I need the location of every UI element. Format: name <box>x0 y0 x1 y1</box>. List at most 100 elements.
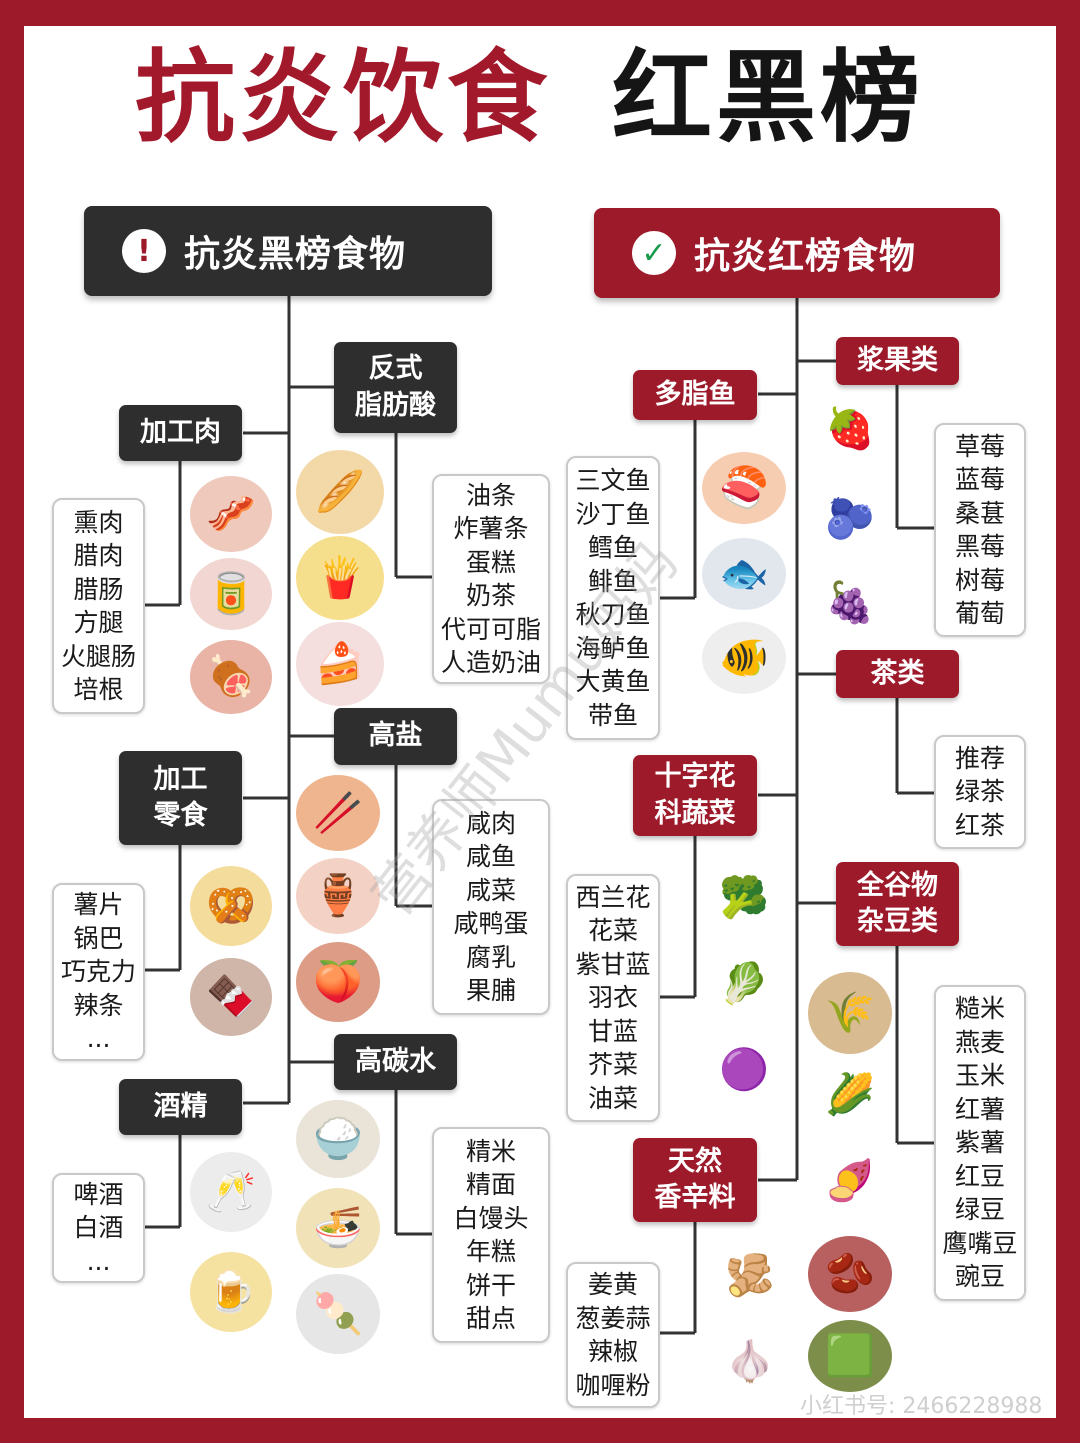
category-cruciferous: 十字花 科蔬菜 <box>633 755 757 836</box>
list-item: ... <box>86 1246 111 1276</box>
list-item: 辣条 <box>73 990 124 1020</box>
list-item: 红茶 <box>954 810 1005 840</box>
turmeric-icon: 🫚 <box>710 1244 790 1308</box>
list-item: 年糕 <box>465 1237 516 1266</box>
list-item: 咖喱粉 <box>575 1370 651 1400</box>
list-item: 红薯 <box>954 1094 1005 1124</box>
list-item: 绿茶 <box>954 777 1005 807</box>
list-item: 鳕鱼 <box>587 533 638 562</box>
liquor-icon: 🥂 <box>190 1152 272 1232</box>
category-label: 杂豆类 <box>857 906 938 937</box>
mung-bean-icon: 🟩 <box>808 1320 892 1392</box>
list-item: 方腿 <box>73 608 124 637</box>
category-high-salt: 高盐 <box>334 708 457 765</box>
list-item: 腊肉 <box>73 541 124 570</box>
chocolate-icon: 🍫 <box>190 958 272 1036</box>
fries-icon: 🍟 <box>296 536 384 620</box>
category-label: 脂肪酸 <box>355 389 436 421</box>
title-left: 抗炎饮食 <box>135 39 551 156</box>
salted-jar-icon: 🏺 <box>296 858 380 934</box>
category-label: 加工 <box>153 763 208 795</box>
list-item: 薯片 <box>73 890 124 920</box>
list-item: 蓝莓 <box>954 465 1005 494</box>
list-item: 咸鸭蛋 <box>453 909 529 938</box>
raspberry-icon: 🍇 <box>808 572 892 634</box>
category-label: 科蔬菜 <box>654 797 736 829</box>
category-label: 多脂鱼 <box>654 378 736 410</box>
grain-icon: 🌾 <box>808 972 892 1054</box>
list-item: 腐乳 <box>465 942 516 972</box>
list-alcohol: 啤酒 白酒 ... <box>52 1173 145 1283</box>
list-item: 西兰花 <box>575 882 651 912</box>
sardine-icon: 🐟 <box>702 538 786 610</box>
category-label: 香辛料 <box>654 1182 736 1213</box>
category-label: 茶类 <box>870 657 925 689</box>
list-item: 锅巴 <box>73 923 124 953</box>
red-list-header: ✓ 抗炎红榜食物 <box>594 208 1000 298</box>
list-tea: 推荐 绿茶 红茶 <box>934 735 1026 849</box>
list-item: 蛋糕 <box>465 547 516 577</box>
broccoli-icon: 🥦 <box>704 862 784 934</box>
category-label: 反式 <box>368 353 423 385</box>
list-processed-snack: 薯片 锅巴 巧克力 辣条 ... <box>52 883 145 1061</box>
list-high-salt: 咸肉 咸鱼 咸菜 咸鸭蛋 腐乳 果脯 <box>432 799 550 1015</box>
list-item: 白酒 <box>73 1213 124 1243</box>
list-item: 紫甘蓝 <box>575 949 651 979</box>
category-label: 天然 <box>668 1145 722 1177</box>
beans-icon: 🫘 <box>808 1236 892 1312</box>
category-label: 酒精 <box>153 1090 208 1122</box>
category-fatty-fish: 多脂鱼 <box>633 370 757 420</box>
category-label: 十字花 <box>654 761 736 793</box>
black-list-header: ! 抗炎黑榜食物 <box>84 206 492 296</box>
list-item: 紫薯 <box>954 1128 1005 1158</box>
dough-stick-icon: 🥖 <box>296 450 384 534</box>
category-processed-snack: 加工 零食 <box>119 751 242 845</box>
list-item: 花菜 <box>587 916 638 946</box>
list-item: 炸薯条 <box>453 514 529 543</box>
category-high-carb: 高碳水 <box>334 1034 457 1090</box>
list-item: 秋刀鱼 <box>575 600 651 629</box>
salmon-icon: 🍣 <box>702 452 786 524</box>
list-item: 鲱鱼 <box>587 566 638 596</box>
rice-icon: 🍚 <box>296 1100 380 1178</box>
warning-icon: ! <box>122 229 166 273</box>
category-label: 加工肉 <box>140 416 221 448</box>
cabbage-icon: 🟣 <box>704 1034 784 1106</box>
list-item: 带鱼 <box>587 700 638 730</box>
list-item: 糙米 <box>954 994 1005 1024</box>
bacon-icon: 🥓 <box>190 476 272 552</box>
brand-footer: 小红书号: 2466228988 <box>800 1394 1043 1419</box>
category-label: 高盐 <box>368 720 423 752</box>
list-item: 红豆 <box>954 1161 1005 1191</box>
category-processed-meat: 加工肉 <box>119 405 242 461</box>
noodles-icon: 🍜 <box>296 1188 380 1268</box>
category-berries: 浆果类 <box>836 337 959 385</box>
list-item: 精米 <box>465 1136 516 1166</box>
list-item: 人造奶油 <box>440 648 541 677</box>
list-item: 三文鱼 <box>575 466 651 495</box>
dried-fruit-icon: 🍑 <box>296 942 380 1022</box>
red-list-title: 抗炎红榜食物 <box>694 236 917 277</box>
list-cruciferous: 西兰花 花菜 紫甘蓝 羽衣 甘蓝 芥菜 油菜 <box>566 874 660 1122</box>
list-trans-fat: 油条 炸薯条 蛋糕 奶茶 代可可脂 人造奶油 <box>432 474 550 684</box>
list-item: 培根 <box>73 675 124 704</box>
category-label: 全谷物 <box>857 869 938 901</box>
list-item: 黑莓 <box>954 532 1005 561</box>
category-label: 零食 <box>153 800 208 831</box>
list-item: 推荐 <box>954 743 1005 773</box>
list-item: 火腿肠 <box>60 641 136 671</box>
list-item: 果脯 <box>465 976 516 1005</box>
category-label: 浆果类 <box>857 344 938 376</box>
beer-icon: 🍺 <box>190 1252 272 1332</box>
category-trans-fat: 反式 脂肪酸 <box>334 342 457 433</box>
list-item: 咸鱼 <box>465 842 516 871</box>
cake-icon: 🍰 <box>296 622 384 706</box>
list-item: 大黄鱼 <box>575 667 651 696</box>
list-item: 甘蓝 <box>587 1016 638 1046</box>
list-whole-grains: 糙米 燕麦 玉米 红薯 紫薯 红豆 绿豆 鹰嘴豆 豌豆 <box>934 985 1026 1301</box>
strawberry-icon: 🍓 <box>808 398 892 460</box>
list-item: 海鲈鱼 <box>575 633 651 663</box>
category-alcohol: 酒精 <box>119 1079 242 1135</box>
list-item: 甜点 <box>465 1304 516 1333</box>
list-item: 咸肉 <box>465 808 516 838</box>
